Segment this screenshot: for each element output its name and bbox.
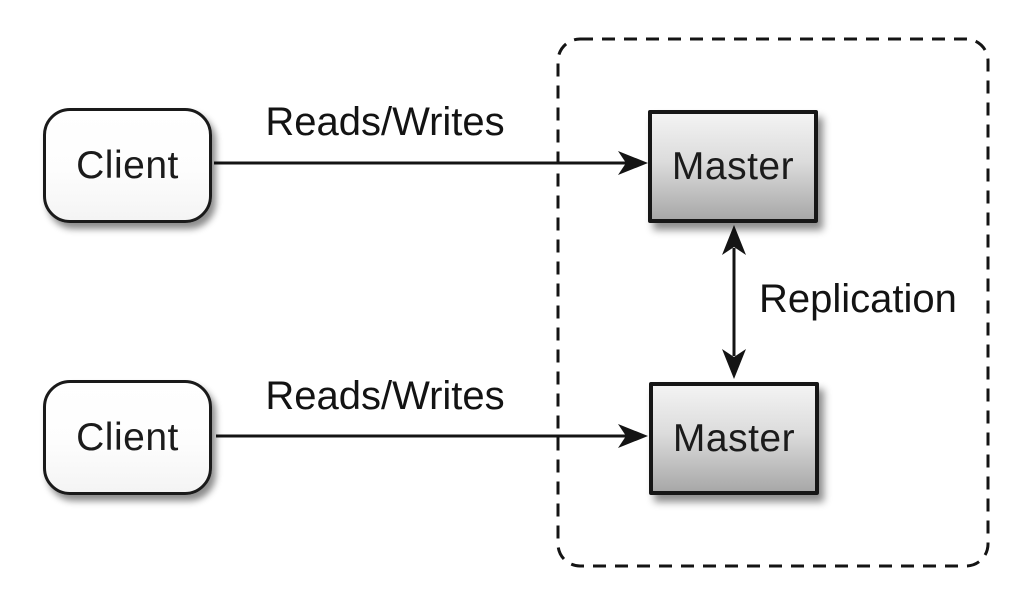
reads-writes-arrow-top	[214, 151, 648, 175]
node-master-bottom-label: Master	[672, 416, 796, 460]
node-client-bottom: Client	[43, 380, 212, 495]
node-client-bottom-label: Client	[76, 415, 179, 459]
arrowhead-right-icon	[618, 151, 648, 175]
reads-writes-arrow-bottom	[216, 424, 648, 448]
edge-label-reads-writes-top: Reads/Writes	[265, 100, 505, 144]
arrowhead-up-icon	[722, 225, 746, 255]
node-client-top: Client	[43, 108, 212, 223]
arrowhead-right-icon	[618, 424, 648, 448]
edge-label-replication: Replication	[759, 277, 957, 321]
node-master-top: Master	[648, 110, 818, 223]
node-master-bottom: Master	[649, 382, 819, 495]
replication-arrow	[722, 225, 746, 379]
node-master-top-label: Master	[671, 144, 795, 188]
replication-boundary-dashed-border	[556, 37, 990, 568]
node-client-top-label: Client	[76, 143, 179, 187]
arrowhead-down-icon	[722, 349, 746, 379]
edge-label-reads-writes-bottom: Reads/Writes	[265, 374, 505, 418]
